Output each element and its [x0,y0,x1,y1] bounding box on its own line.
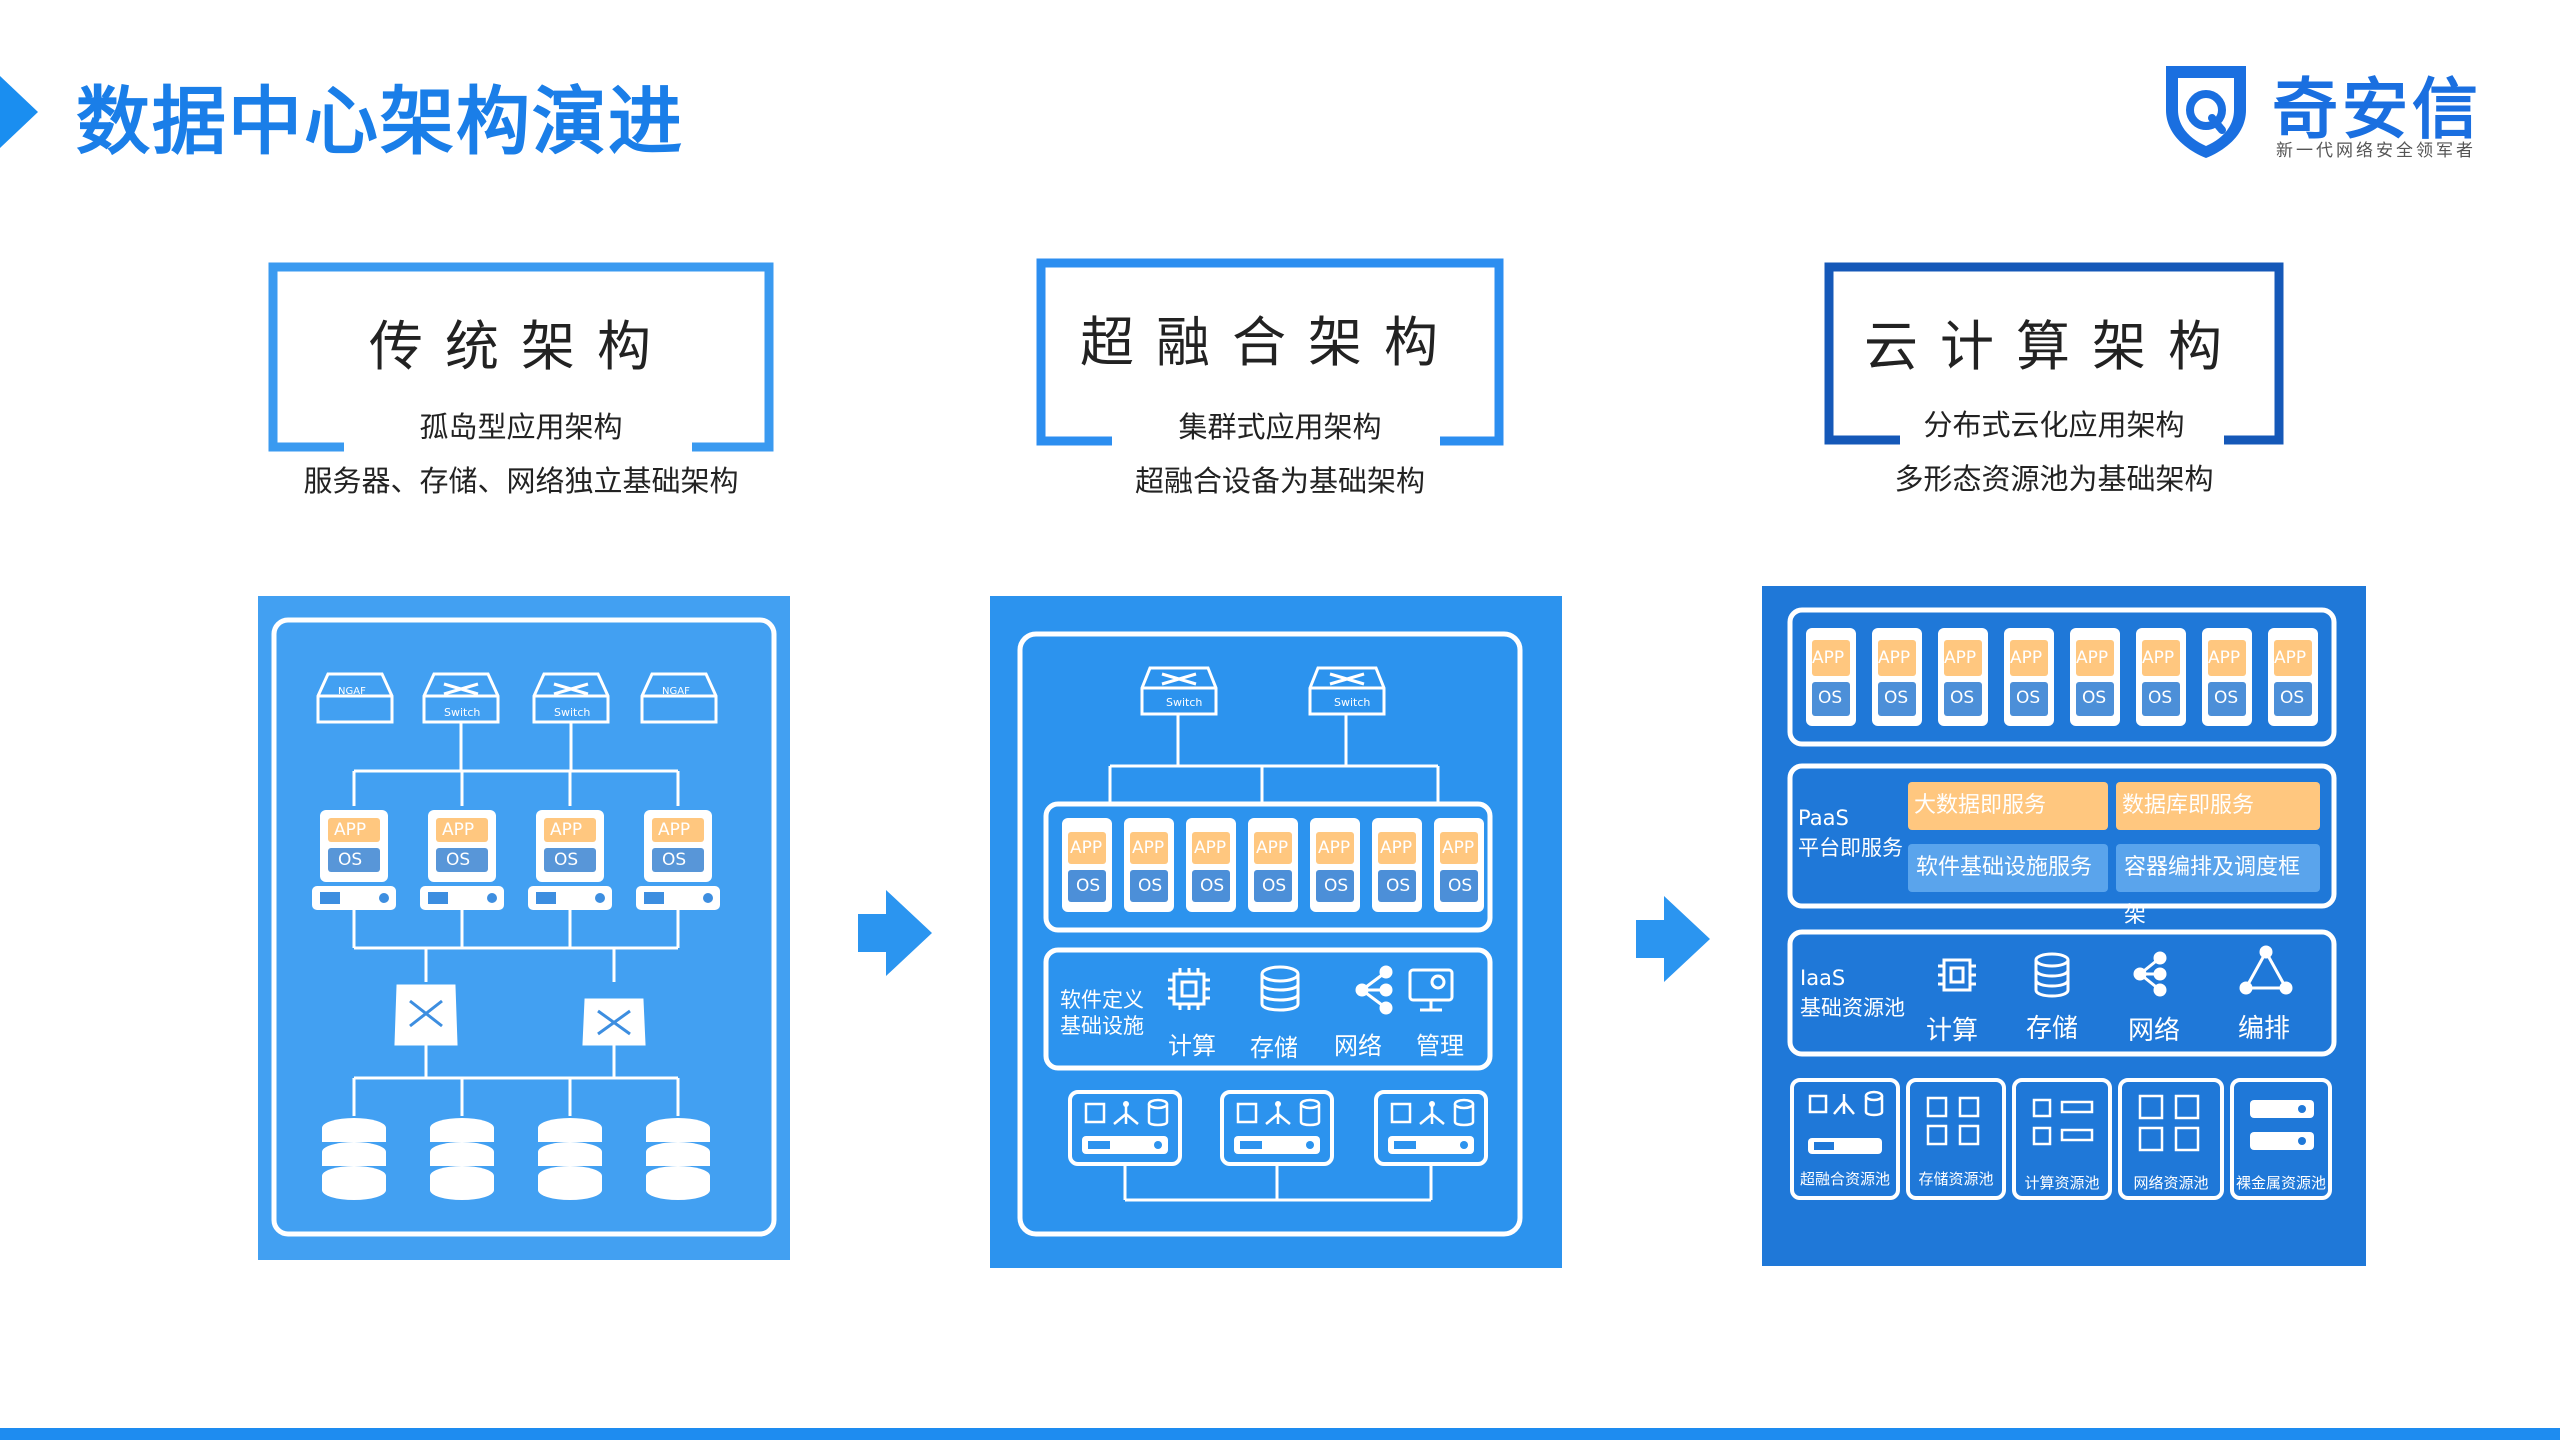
iaas-sublabel: 基础资源池 [1800,996,1905,1020]
sdi-item-storage: 存储 [1250,1034,1298,1062]
column-line1: 集群式应用架构 [1178,410,1382,444]
arrow-right-icon [858,890,932,976]
iaas-item-orchestration: 编排 [2238,1014,2291,1044]
app-label: APP [1256,838,1289,858]
column-line2: 服务器、存储、网络独立基础架构 [303,464,739,498]
os-label: OS [554,850,579,870]
os-label: OS [1386,876,1411,896]
app-label: APP [1380,838,1413,858]
os-label: OS [1324,876,1349,896]
app-label: APP [2142,648,2175,668]
column-cloud-header: 云计算架构 [1824,262,2284,452]
bottom-bar [0,1428,2560,1440]
pool-compute: 计算资源池 [2024,1174,2100,1192]
app-label: APP [1194,838,1227,858]
os-label: OS [662,850,687,870]
app-label: APP [2010,648,2043,668]
pool-storage: 存储资源池 [1918,1170,1994,1188]
os-label: OS [1262,876,1287,896]
os-label: OS [446,850,471,870]
iaas-item-compute: 计算 [1926,1016,1979,1046]
os-label: OS [2280,688,2305,708]
os-label: OS [2148,688,2173,708]
app-label: APP [1132,838,1165,858]
title-chevron-icon [0,76,38,148]
shield-logo-icon [2166,66,2246,158]
bracket-frame [268,262,774,452]
app-label: APP [2274,648,2307,668]
hci-panel: Switch Switch APP OS APP OS APP OS APP O… [990,596,1562,1268]
column-line2: 多形态资源池为基础架构 [1894,462,2214,496]
column-title: 云计算架构 [1864,315,2244,378]
app-label: APP [1442,838,1475,858]
column-line1: 分布式云化应用架构 [1923,408,2185,442]
arrow-right-icon [1636,896,1710,982]
hci-diagram [1017,631,1523,1237]
traditional-panel: NGAF Switch Switch NGAF APP OS APP OS AP… [258,596,790,1260]
column-line2: 超融合设备为基础架构 [1134,464,1425,498]
app-label: APP [2208,648,2241,668]
os-label: OS [338,850,363,870]
sdi-item-network: 网络 [1334,1032,1382,1060]
os-label: OS [1884,688,1909,708]
app-label: APP [1944,648,1977,668]
os-label: OS [1076,876,1101,896]
os-label: OS [1448,876,1473,896]
os-label: OS [1138,876,1163,896]
paas-service-database: 数据库即服务 [2116,782,2320,830]
traditional-diagram [271,617,777,1237]
column-line1: 孤岛型应用架构 [419,410,623,444]
device-label: Switch [554,706,591,719]
sdi-label: 软件定义 [1060,988,1144,1012]
os-label: OS [1818,688,1843,708]
pool-hci: 超融合资源池 [1799,1170,1890,1188]
os-label: OS [1200,876,1225,896]
column-title: 传统架构 [369,315,673,378]
os-label: OS [2214,688,2239,708]
os-label: OS [2016,688,2041,708]
paas-sublabel: 平台即服务 [1798,836,1903,860]
app-label: APP [334,820,367,840]
device-label: Switch [444,706,481,719]
paas-service-bigdata: 大数据即服务 [1908,782,2108,830]
cloud-panel: APP OS APP OS APP OS APP OS APP OS APP O… [1762,586,2366,1266]
sdi-label: 基础设施 [1060,1014,1144,1038]
switch-label: Switch [1334,696,1371,709]
iaas-item-network: 网络 [2128,1016,2181,1046]
column-traditional-header: 传统架构 [268,262,774,452]
bracket-frame [1824,262,2284,445]
logo-name: 奇安信 [2272,71,2482,148]
app-label: APP [1318,838,1351,858]
sdi-item-compute: 计算 [1168,1032,1216,1060]
switch-label: Switch [1166,696,1203,709]
sdi-item-management: 管理 [1416,1032,1464,1060]
page-title: 数据中心架构演进 [76,79,684,165]
pool-network: 网络资源池 [2133,1174,2209,1192]
paas-label: PaaS [1798,806,1849,830]
bracket-frame [1036,258,1504,446]
os-label: OS [2082,688,2107,708]
column-hci-header: 超融合架构 [1036,258,1504,448]
app-label: APP [1812,648,1845,668]
device-label: NGAF [338,686,366,697]
app-label: APP [442,820,475,840]
device-label: NGAF [662,686,690,697]
iaas-label: IaaS [1800,966,1846,990]
app-label: APP [1878,648,1911,668]
app-label: APP [2076,648,2109,668]
logo: 奇安信 新一代网络安全领军者 [2160,56,2560,166]
app-label: APP [550,820,583,840]
iaas-item-storage: 存储 [2026,1014,2079,1044]
logo-slogan: 新一代网络安全领军者 [2276,141,2476,161]
pool-baremetal: 裸金属资源池 [2235,1174,2326,1192]
app-label: APP [1070,838,1103,858]
paas-service-infra: 软件基础设施服务 [1908,844,2108,892]
cloud-diagram [1787,607,2337,1200]
app-label: APP [658,820,691,840]
paas-service-container: 容器编排及调度框架 [2116,844,2320,928]
column-title: 超融合架构 [1080,311,1460,374]
os-label: OS [1950,688,1975,708]
